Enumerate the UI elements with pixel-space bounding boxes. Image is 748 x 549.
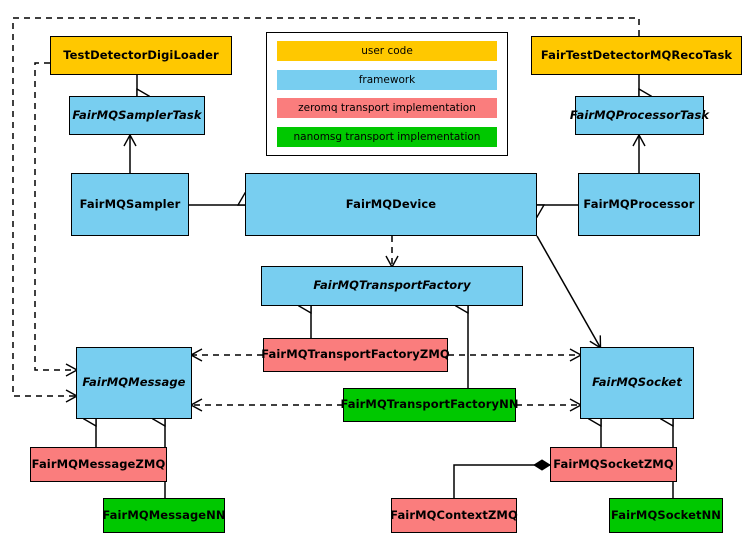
class-label: FairMQContextZMQ bbox=[390, 507, 518, 522]
edge-device-socket bbox=[536, 235, 602, 350]
class-node-fairmqprocessortask[interactable]: FairMQProcessorTask bbox=[570, 96, 709, 135]
class-label: FairMQSampler bbox=[79, 196, 181, 211]
class-label: FairTestDetectorMQRecoTask bbox=[540, 47, 733, 62]
class-node-testdetectordigiloader[interactable]: TestDetectorDigiLoader bbox=[50, 36, 232, 75]
class-node-fairmqcontextzmq[interactable]: FairMQContextZMQ bbox=[390, 498, 518, 533]
class-node-fairmqmessage[interactable]: FairMQMessage bbox=[76, 347, 192, 419]
class-node-fairmqsampler[interactable]: FairMQSampler bbox=[71, 173, 189, 236]
class-node-fairmqprocessor[interactable]: FairMQProcessor bbox=[578, 173, 700, 236]
class-label: FairMQMessageZMQ bbox=[31, 456, 166, 471]
legend: user code framework zeromq transport imp… bbox=[266, 32, 508, 156]
class-node-fairmqtransportfactory[interactable]: FairMQTransportFactory bbox=[261, 266, 523, 306]
class-label: FairMQTransportFactoryNN bbox=[340, 397, 519, 412]
legend-label-nanomsg: nanomsg transport implementation bbox=[293, 130, 481, 143]
class-node-fairmqtransportfactorynn[interactable]: FairMQTransportFactoryNN bbox=[340, 388, 519, 422]
legend-item-user-code: user code bbox=[277, 41, 497, 61]
legend-label-user-code: user code bbox=[361, 45, 413, 57]
class-node-fairmqdevice[interactable]: FairMQDevice bbox=[245, 173, 537, 236]
legend-label-zeromq: zeromq transport implementation bbox=[298, 102, 476, 115]
class-label: FairMQSamplerTask bbox=[72, 107, 202, 122]
class-label: FairMQMessageNN bbox=[102, 507, 226, 522]
class-node-fairtestdetectormqrecotask[interactable]: FairTestDetectorMQRecoTask bbox=[531, 36, 742, 75]
class-label: FairMQSocket bbox=[592, 375, 682, 390]
class-label: FairMQSocketNN bbox=[610, 507, 722, 522]
class-node-fairmqsocket[interactable]: FairMQSocket bbox=[580, 347, 694, 419]
legend-item-framework: framework bbox=[277, 69, 497, 90]
class-node-fairmqmessagezmq[interactable]: FairMQMessageZMQ bbox=[30, 447, 167, 482]
legend-item-nanomsg: nanomsg transport implementation bbox=[277, 126, 497, 147]
class-node-fairmqmessagenn[interactable]: FairMQMessageNN bbox=[102, 498, 226, 533]
class-label: FairMQProcessorTask bbox=[569, 107, 710, 122]
legend-label-framework: framework bbox=[358, 73, 416, 86]
class-label: FairMQTransportFactoryZMQ bbox=[261, 347, 450, 362]
class-node-fairmqtransportfactoryzmq[interactable]: FairMQTransportFactoryZMQ bbox=[261, 338, 450, 372]
class-label: TestDetectorDigiLoader bbox=[63, 47, 219, 62]
class-label: FairMQProcessor bbox=[583, 196, 695, 211]
class-node-fairmqsamplertask[interactable]: FairMQSamplerTask bbox=[69, 96, 205, 135]
class-node-fairmqsocketnn[interactable]: FairMQSocketNN bbox=[609, 498, 723, 533]
class-label: FairMQTransportFactory bbox=[313, 278, 471, 293]
class-label: FairMQSocketZMQ bbox=[553, 456, 674, 471]
legend-item-zeromq: zeromq transport implementation bbox=[277, 98, 497, 119]
class-label: FairMQDevice bbox=[345, 196, 437, 211]
class-label: FairMQMessage bbox=[82, 375, 186, 390]
class-node-fairmqsocketzmq[interactable]: FairMQSocketZMQ bbox=[550, 447, 677, 482]
edge-socketzmq-contextzmq bbox=[453, 459, 551, 498]
